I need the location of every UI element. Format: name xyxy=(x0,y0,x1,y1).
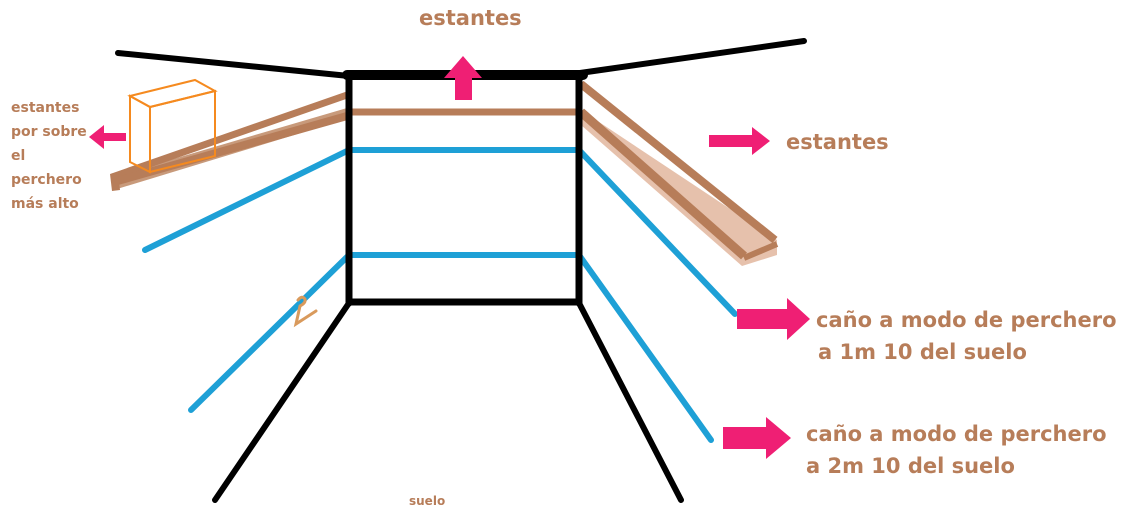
left-shelf xyxy=(110,91,350,191)
clothes-hanger-icon xyxy=(293,295,318,328)
left-shelf-label-line: estantes xyxy=(11,100,80,116)
upper-rail xyxy=(142,147,738,317)
upper-rail-label: caño a modo de perchero a 1m 10 del suel… xyxy=(816,304,1117,368)
upper-rail-label-line: caño a modo de perchero xyxy=(816,308,1117,332)
left-shelf-label: estantes por sobre el perchero más alto xyxy=(11,96,91,216)
left-shelf-label-line: por sobre xyxy=(11,124,87,140)
pink-arrow-icon xyxy=(723,417,791,459)
pink-arrow-icon xyxy=(89,125,126,149)
right-shelf-label: estantes xyxy=(786,130,889,154)
lower-rail-label-line: caño a modo de perchero xyxy=(806,422,1107,446)
right-shelf xyxy=(578,80,779,266)
lower-rail-label: caño a modo de perchero a 2m 10 del suel… xyxy=(806,418,1107,482)
floor-label: suelo xyxy=(409,494,446,508)
pink-arrow-icon xyxy=(444,56,482,100)
lower-rail xyxy=(188,252,714,443)
left-shelf-label-line: perchero xyxy=(11,172,82,188)
pink-arrow-icon xyxy=(737,298,810,340)
upper-rail-label-line: a 1m 10 del suelo xyxy=(818,340,1027,364)
lower-rail-label-line: a 2m 10 del suelo xyxy=(806,454,1015,478)
left-shelf-label-line: más alto xyxy=(11,196,79,212)
closet-frame xyxy=(115,38,807,503)
storage-box-icon xyxy=(127,78,218,174)
top-shelf-label: estantes xyxy=(419,6,522,30)
pink-arrow-icon xyxy=(709,127,770,155)
left-shelf-label-line: el xyxy=(11,148,26,164)
